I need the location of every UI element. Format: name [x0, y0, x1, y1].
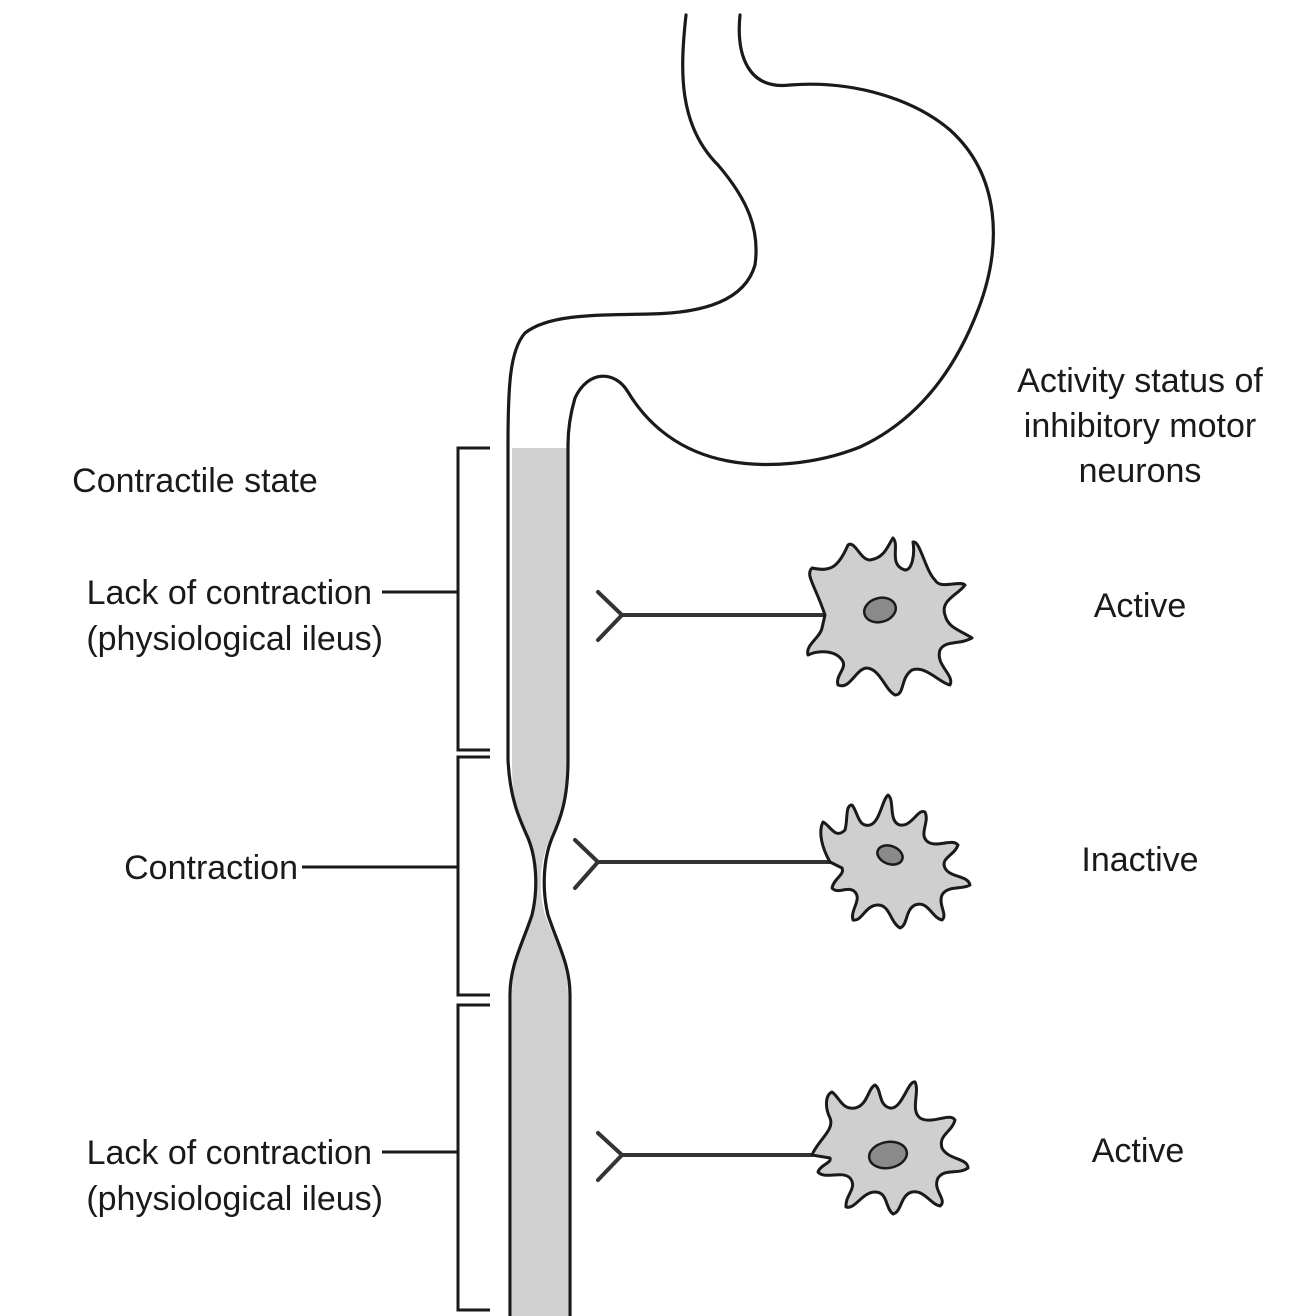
- axon-terminal-fork: [598, 1133, 622, 1180]
- axon-terminal-fork: [598, 592, 622, 640]
- intestine-segment: [508, 445, 570, 1316]
- segment-3-neuron-status: Active: [1092, 1132, 1185, 1170]
- neuron-status-header-line2: inhibitory motor: [1024, 407, 1256, 445]
- bracket-segment-3: [458, 1005, 490, 1310]
- inhibitory-motor-neuron-3: [598, 1082, 968, 1214]
- axon-terminal-fork: [575, 840, 598, 888]
- neuron-status-header-line1: Activity status of: [1017, 362, 1263, 400]
- neuron-status-header-line3: neurons: [1079, 452, 1202, 490]
- segment-1-state-line2: (physiological ileus): [86, 620, 383, 658]
- segment-1-neuron-status: Active: [1094, 587, 1187, 625]
- contractile-state-header: Contractile state: [72, 462, 318, 500]
- inhibitory-motor-neuron-2: [575, 795, 970, 928]
- bracket-segment-1: [458, 448, 490, 750]
- bracket-segment-2: [458, 757, 490, 995]
- stomach-esophagus-outline: [508, 15, 993, 464]
- segment-3-state-line2: (physiological ileus): [86, 1180, 383, 1218]
- segment-1-state-line1: Lack of contraction: [87, 574, 372, 612]
- segment-3-state-line1: Lack of contraction: [87, 1134, 372, 1172]
- segment-2-neuron-status: Inactive: [1081, 841, 1198, 879]
- segment-2-state: Contraction: [124, 849, 298, 887]
- segment-brackets: [458, 448, 490, 1310]
- inhibitory-motor-neuron-1: [598, 538, 972, 695]
- intestine-lumen: [512, 448, 568, 1316]
